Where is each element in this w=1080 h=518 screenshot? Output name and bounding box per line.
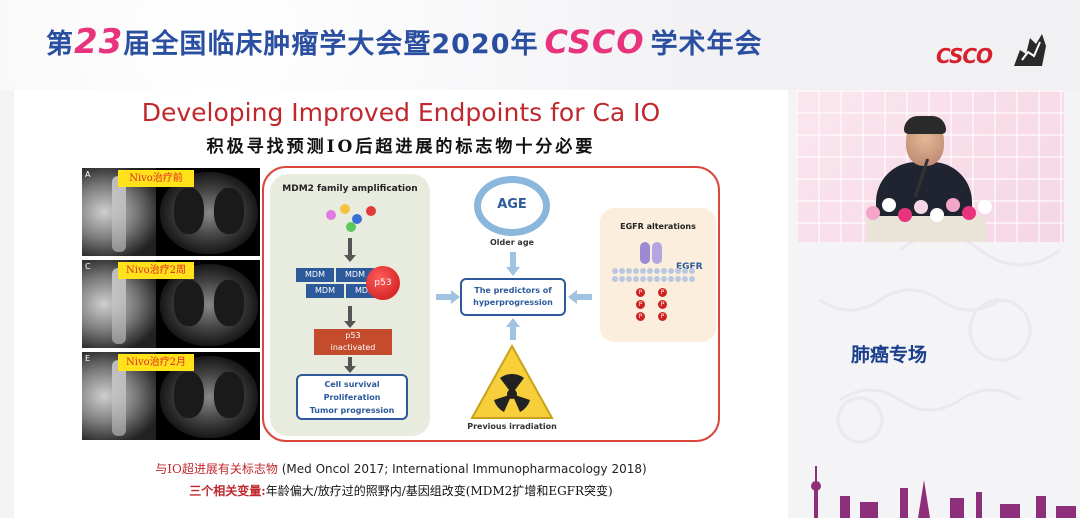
presentation-slide: Developing Improved Endpoints for Ca IO … [14, 90, 788, 518]
mdm-box: MDM [306, 284, 344, 298]
podium [866, 216, 986, 242]
great-wall-logo-icon [1014, 34, 1046, 66]
receptor-icon [640, 242, 650, 264]
predictors-line2: hyperprogression [473, 298, 553, 307]
membrane-icon [612, 276, 696, 282]
phosphate-icon: P [636, 300, 645, 309]
title-mid: 届全国临床肿瘤学大会暨2020年 [123, 29, 539, 60]
mdm-box: MDM [336, 268, 374, 282]
flower-arrangement [862, 194, 998, 228]
tumor-outcome-box: Cell survival Proliferation Tumor progre… [296, 374, 408, 420]
scan-tag: Nivo治疗2周 [118, 262, 194, 279]
arrow-down-icon [344, 238, 356, 262]
reference-en: (Med Oncol 2017; International Immunopha… [281, 462, 647, 476]
egfr-heading: EGFR alterations [620, 222, 696, 231]
older-age-label: Older age [490, 238, 534, 247]
phosphate-icon: P [658, 312, 667, 321]
p53-inactivated-box: p53 inactivated [314, 329, 392, 355]
csco-logo: CSCO [932, 30, 1052, 76]
phosphate-icon: P [658, 288, 667, 297]
variables-text: 年龄偏大/放疗过的照野内/基因组改变(MDM2扩增和EGFR突变) [265, 484, 613, 498]
slide-reference: 与IO超进展有关标志物 (Med Oncol 2017; Internation… [14, 460, 788, 477]
age-ring-icon: AGE [474, 176, 550, 236]
arrow-down-icon [506, 252, 520, 276]
membrane-icon [612, 268, 696, 274]
scan-row: A Nivo治疗前 [82, 168, 260, 256]
egfr-panel: EGFR alterations EGFR P P P P P P [600, 208, 716, 342]
session-track-label: 肺癌专场 [851, 344, 928, 366]
city-skyline-decoration [811, 466, 1076, 518]
scan-row: C Nivo治疗2周 [82, 260, 260, 348]
slide-subtitle: 积极寻找预测IO后超进展的标志物十分必要 [206, 137, 596, 157]
scan-letter: A [85, 170, 91, 179]
mdm2-panel: MDM2 family amplification MDM MDM MDM MD… [270, 174, 430, 436]
scan-letter: E [85, 354, 91, 363]
p53-circle: p53 [366, 266, 400, 300]
slide-variables: 三个相关变量:年龄偏大/放疗过的照野内/基因组改变(MDM2扩增和EGFR突变) [14, 482, 788, 499]
phosphate-icon: P [636, 288, 645, 297]
hyperprogression-diagram: MDM2 family amplification MDM MDM MDM MD… [262, 166, 720, 442]
arrow-left-icon [568, 290, 592, 304]
arrow-right-icon [436, 290, 460, 304]
scan-letter: C [85, 262, 91, 271]
csco-logo-text: CSCO [936, 44, 993, 68]
predictors-line1: The predictors of [474, 286, 552, 295]
scan-row: E Nivo治疗2月 [82, 352, 260, 440]
outcome-line: Cell survival [324, 380, 380, 389]
arrow-up-icon [506, 318, 520, 340]
radiation-warning-icon [470, 344, 554, 419]
mdm-box: MDM [296, 268, 334, 282]
title-brand: CSCO [544, 23, 645, 61]
variables-lead: 三个相关变量: [189, 484, 266, 498]
slide-title: Developing Improved Endpoints for Ca IO [141, 98, 661, 127]
p53-box-line1: p53 [345, 331, 361, 340]
speaker-video [796, 90, 1064, 242]
outcome-line: Proliferation [323, 393, 381, 402]
scan-tag: Nivo治疗前 [118, 170, 194, 187]
title-edition-number: 23 [74, 22, 124, 62]
title-suffix: 学术年会 [650, 29, 763, 60]
scan-tag: Nivo治疗2月 [118, 354, 194, 371]
reference-cn: 与IO超进展有关标志物 [155, 462, 278, 476]
predictors-box: The predictors of hyperprogression [460, 278, 566, 316]
title-prefix: 第 [46, 29, 74, 60]
molecule-dots-icon [322, 204, 382, 234]
scan-images: A Nivo治疗前 C Nivo治疗2周 E Nivo治疗2月 [82, 168, 262, 518]
egfr-label: EGFR [676, 262, 703, 272]
arrow-down-icon [344, 357, 356, 373]
speaker-hair [904, 116, 946, 134]
age-text: AGE [497, 197, 527, 212]
mdm2-heading: MDM2 family amplification [282, 184, 418, 194]
receptor-icon [652, 242, 662, 264]
phosphate-icon: P [636, 312, 645, 321]
phosphate-icon: P [658, 300, 667, 309]
outcome-line: Tumor progression [309, 406, 395, 415]
p53-box-line2: inactivated [330, 343, 376, 352]
previous-irradiation-label: Previous irradiation [467, 422, 557, 431]
arrow-down-icon [344, 306, 356, 328]
